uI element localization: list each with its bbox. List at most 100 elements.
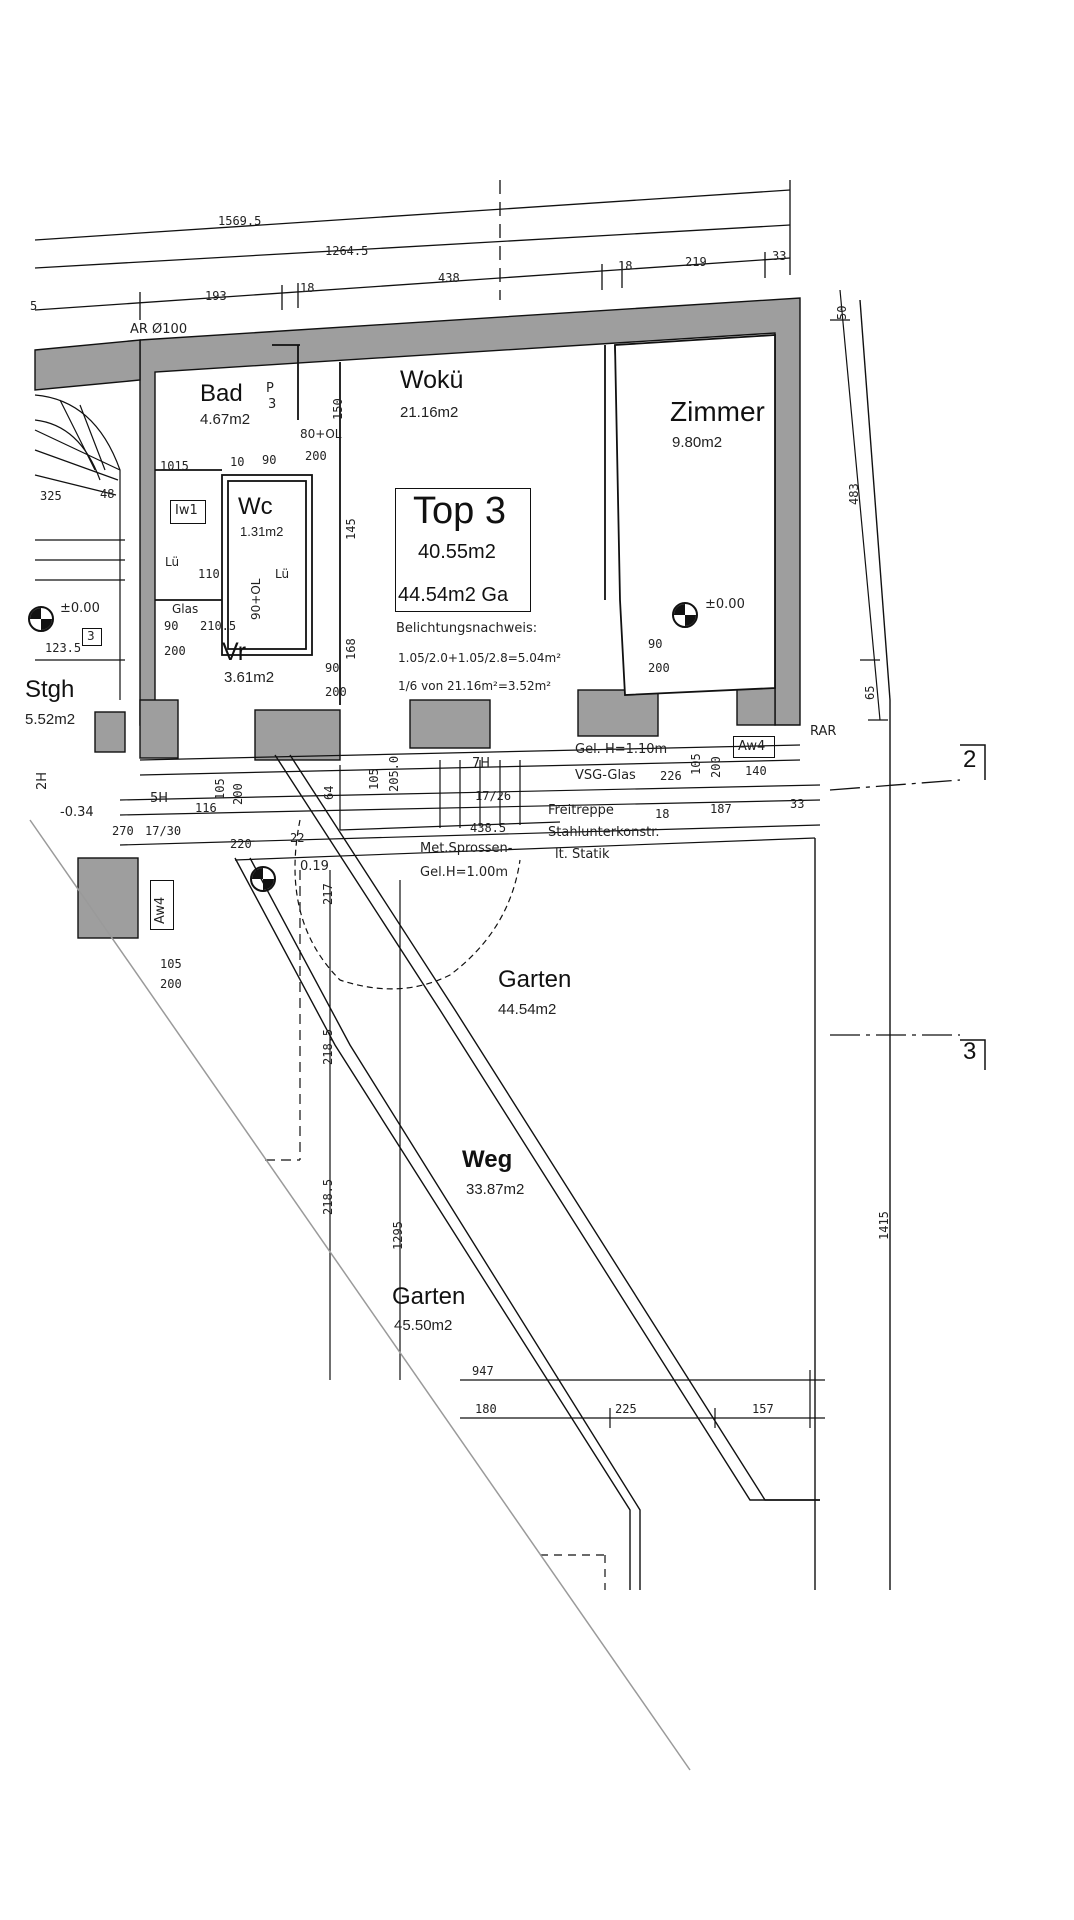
unit-area-2: 44.54m2 Ga (398, 584, 509, 606)
railing-height-100: Gel.H=1.00m (420, 865, 509, 880)
dim-1015: 1015 (160, 459, 189, 473)
level-marker-left (28, 606, 54, 632)
dim-105c: 105 (160, 957, 182, 971)
room-area-stgh: 5.52m2 (25, 711, 76, 728)
dim-219: 219 (685, 255, 707, 269)
dim-1569: 1569.5 (218, 214, 262, 228)
dim-220: 220 (230, 837, 252, 851)
dim-947: 947 (472, 1364, 494, 1378)
bad-3-label: 3 (268, 397, 277, 412)
front-terrace (119, 744, 821, 861)
dim-65: 65 (863, 685, 877, 700)
dim-105d: 105 (689, 753, 703, 775)
dim-110: 110 (198, 567, 220, 581)
dim-193: 193 (205, 289, 227, 303)
dim-50: 50 (835, 305, 849, 320)
room-area-vr: 3.61m2 (224, 669, 275, 686)
dimension-lines-top (34, 180, 791, 320)
dim-200c: 200 (648, 661, 670, 675)
dimension-lines-right (830, 289, 888, 721)
dim-90a: 90 (262, 453, 277, 467)
dim-1726: 17/26 (475, 789, 512, 803)
level-marker-right (672, 602, 698, 628)
dim-1730: 17/30 (145, 824, 182, 838)
wall-tag-iw1 (170, 500, 206, 524)
step-count-5h: 5H (150, 791, 169, 806)
dim-200b: 200 (325, 685, 347, 699)
vent-label-1: Lü (165, 555, 180, 569)
railing-note-1: Met.Sprossen- (420, 841, 513, 856)
dim-1415: 1415 (877, 1211, 891, 1240)
room-area-zimmer: 9.80m2 (672, 434, 723, 451)
room-label-garten-1: Garten (498, 966, 572, 993)
dim-2050: 205.0 (387, 755, 401, 792)
dim-48: 48 (100, 487, 115, 501)
room-label-weg: Weg (462, 1146, 513, 1173)
dim-2185b: 218.5 (321, 1178, 335, 1215)
dim-18a: 18 (300, 281, 315, 295)
wall-tag-aw4-right-label: Aw4 (738, 739, 766, 754)
scan-edge (29, 819, 691, 1771)
dim-226: 226 (660, 769, 682, 783)
wall-tag-iw1-label: Iw1 (175, 503, 198, 518)
vent-label-2: Lü (275, 567, 290, 581)
dim-150: 150 (331, 398, 345, 420)
dim-187: 187 (710, 802, 732, 816)
level-marker-garden (250, 866, 276, 892)
dim-180: 180 (475, 1402, 497, 1416)
dim-64: 64 (322, 785, 336, 800)
tag-box-3 (82, 628, 102, 646)
stair-note-3: lt. Statik (555, 847, 610, 862)
dim-157: 157 (752, 1402, 774, 1416)
dimension-lines-bottom (265, 870, 825, 1590)
dim-90b: 90 (325, 661, 340, 675)
lighting-proof-line-2: 1/6 von 21.16m²=3.52m² (398, 679, 552, 693)
room-area-garten-1: 44.54m2 (498, 1001, 557, 1018)
room-area-woku: 21.16m2 (400, 404, 459, 421)
dim-1235: 123.5 (45, 641, 82, 655)
opening-90-ol: 90+OL (249, 578, 263, 620)
dim-483: 483 (847, 483, 861, 505)
room-label-garten-2: Garten (392, 1283, 466, 1310)
wall-tag-aw4-left-label: Aw4 (153, 896, 168, 924)
tag-3: 3 (87, 629, 95, 643)
room-label-wc: Wc (238, 493, 273, 520)
room-area-bad: 4.67m2 (200, 411, 251, 428)
dim-90d: 90 (164, 619, 179, 633)
dim-217: 217 (321, 883, 335, 905)
dim-10: 10 (230, 455, 245, 469)
level-right: ±0.00 (705, 597, 745, 612)
dim-200f: 200 (160, 977, 182, 991)
building-walls (34, 297, 801, 939)
dim-105a: 105 (213, 778, 227, 800)
level-019: 0.19 (300, 859, 329, 874)
dim-140: 140 (745, 764, 767, 778)
dim-90c: 90 (648, 637, 663, 651)
dim-270: 270 (112, 824, 134, 838)
stair-note-1: Freitreppe (548, 803, 614, 818)
room-label-woku: Wokü (400, 366, 464, 394)
wall-tag-aw4-right (733, 736, 775, 758)
tree-outline (294, 819, 521, 990)
glass-note: VSG-Glas (575, 768, 636, 783)
step-count-7h: 7H (472, 756, 491, 771)
dim-4385: 438.5 (470, 821, 507, 835)
dim-1264: 1264.5 (325, 244, 369, 258)
axis-label-2: 2 (963, 746, 977, 773)
axis-lines (829, 779, 961, 1036)
room-label-vr: Vr (222, 638, 247, 666)
unit-area-1: 40.55m2 (418, 541, 496, 563)
dim-105b: 105 (367, 768, 381, 790)
dim-200a: 200 (305, 449, 327, 463)
dim-2105: 210.5 (200, 619, 237, 633)
dim-18c: 18 (655, 807, 670, 821)
interior-walls (155, 334, 776, 705)
level-left: ±0.00 (60, 601, 100, 616)
room-label-zimmer: Zimmer (670, 396, 765, 427)
dim-438: 438 (438, 271, 460, 285)
staircase-left (34, 394, 125, 700)
rain-drain-label: RAR (810, 724, 837, 739)
dim-33a: 33 (772, 249, 787, 263)
room-label-bad: Bad (200, 380, 243, 407)
